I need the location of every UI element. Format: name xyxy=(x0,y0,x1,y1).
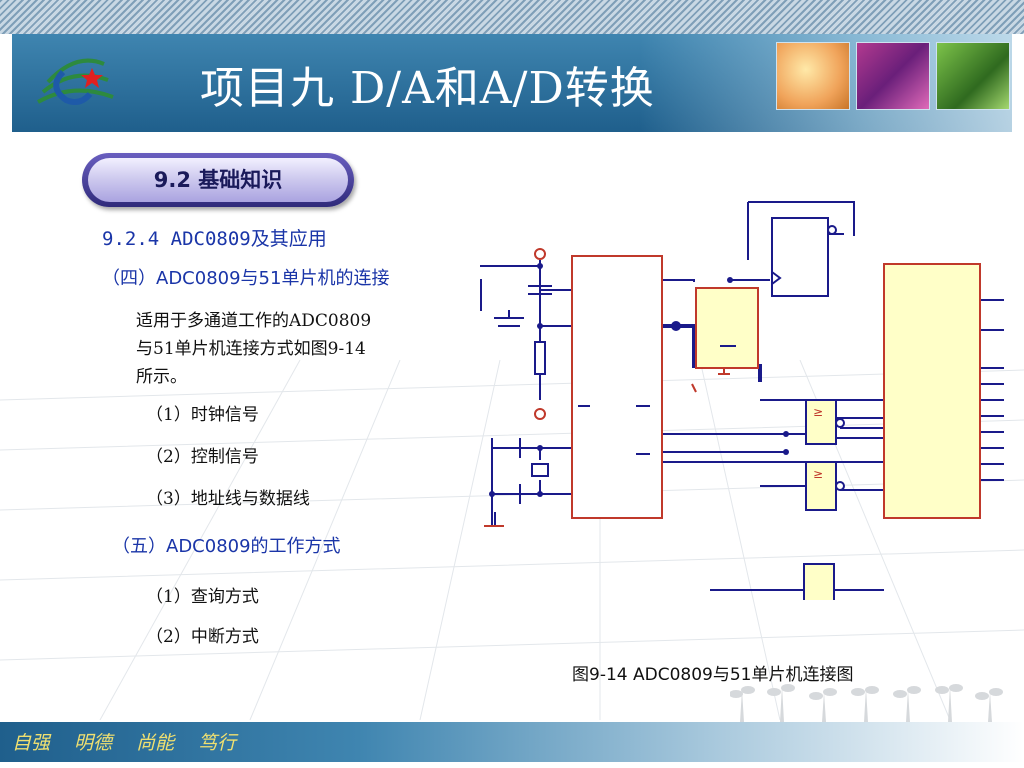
paragraph-line-3: 所示。 xyxy=(136,367,187,387)
paragraph-line-2: 与51单片机连接方式如图9-14 xyxy=(136,339,366,359)
section-pill-inner xyxy=(88,158,348,202)
paragraph-line-1: 适用于多通道工作的ADC0809 xyxy=(136,311,372,331)
decor-photo-hand xyxy=(776,42,850,110)
gate-symbol-2: ≥ xyxy=(813,467,823,481)
list-item-clock: （1）时钟信号 xyxy=(146,405,259,425)
footer-bar xyxy=(0,722,1024,762)
decor-photo-binary xyxy=(856,42,930,110)
school-logo xyxy=(37,58,114,105)
decor-plants xyxy=(730,684,1003,722)
footer-motto: 自强 明德 尚能 笃行 xyxy=(12,732,237,754)
list-item-address: （3）地址线与数据线 xyxy=(146,489,310,509)
section-label: 9.2 基础知识 xyxy=(153,168,283,192)
content-heading: 9.2.4 ADC0809及其应用 xyxy=(102,228,327,250)
decor-photo-chips xyxy=(936,42,1010,110)
list-item-control: （2）控制信号 xyxy=(146,447,259,467)
gate-symbol-1: ≥ xyxy=(813,405,823,419)
list-item-polling: （1）查询方式 xyxy=(146,587,259,607)
subheading-connection: （四）ADC0809与51单片机的连接 xyxy=(102,268,390,289)
subheading-modes: （五）ADC0809的工作方式 xyxy=(112,536,341,557)
top-stripe xyxy=(0,0,1024,34)
figure-caption: 图9-14 ADC0809与51单片机连接图 xyxy=(572,665,854,685)
page-title: 项目九 D/A和A/D转换 xyxy=(200,63,655,114)
list-item-interrupt: （2）中断方式 xyxy=(146,627,259,647)
circuit-diagram: ≥ ≥ xyxy=(480,201,1004,600)
background-grid xyxy=(0,360,1024,720)
